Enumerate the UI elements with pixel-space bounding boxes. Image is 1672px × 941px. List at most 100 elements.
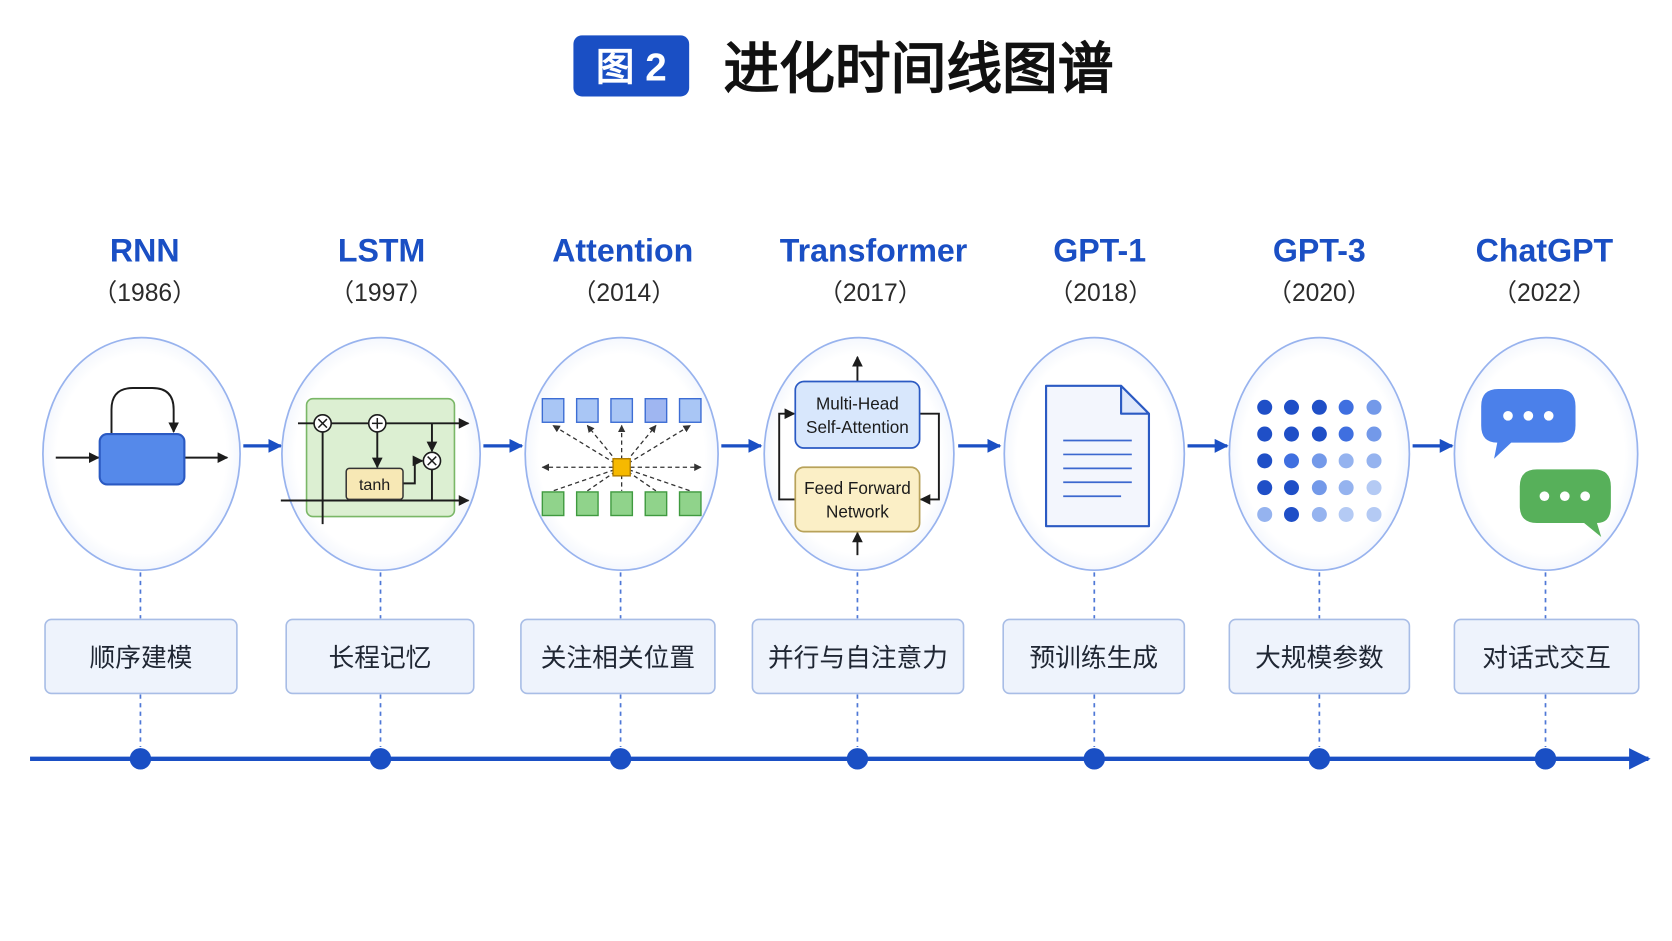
stage-attention: Attention （2014） [520,233,719,748]
timeline-dot [369,748,392,770]
parameter-dot [1257,480,1273,496]
attention-block-label: Multi-Head [816,393,899,413]
timeline-dot [129,748,152,770]
attention-link [621,424,691,468]
tanh-block [345,467,404,501]
parameter-dot [1366,399,1382,415]
parameter-dot [1257,426,1273,442]
parameter-dot [1311,506,1327,522]
parameter-dot [1283,506,1299,522]
parameter-dot [1311,399,1327,415]
stage-label: 大规模参数 [1255,644,1384,673]
feed-forward-block [794,466,921,533]
stage-label-box [1453,618,1640,695]
chat-bubbles-icon [1481,389,1611,537]
user-chat-bubble [1481,389,1576,459]
stage-label: 对话式交互 [1482,644,1611,673]
parameter-dot [1283,480,1299,496]
document-icon [1044,384,1151,528]
figure-title: 图 2 进化时间线图谱 [573,35,1113,100]
document-page [1044,384,1151,528]
query-focus-token [612,458,631,477]
feed-forward-label: Network [826,502,889,522]
stage-lstm: LSTM （1997） [280,233,482,748]
stage-gpt3: GPT-3 （2020） 大规模参数 [1228,233,1411,748]
key-token [541,397,565,423]
stage-label: 关注相关位置 [541,644,695,673]
lstm-cell-icon: tanh [280,397,470,525]
residual-connection-right [919,412,940,505]
parameter-dot [1311,453,1327,469]
stage-label-box [751,618,965,695]
stage-year: （2017） [818,279,922,307]
stage-transformer: Transformer （2017） Multi-Head Self-Atten… [751,233,968,748]
attention-block [794,380,921,449]
typing-dot [1543,411,1554,421]
typing-dot [1539,491,1550,502]
input-gate-add-icon [367,413,387,433]
key-token [678,397,702,423]
timeline-dot [1083,748,1106,770]
stage-name: Transformer [780,233,968,269]
value-token [541,491,565,517]
parameter-dot [1283,426,1299,442]
stage-label: 并行与自注意力 [768,644,948,673]
stage-label-box [285,618,475,695]
attention-network-icon [541,397,702,517]
parameter-grid-icon [1257,399,1382,522]
parameter-dot [1338,506,1354,522]
tanh-label: tanh [359,476,390,494]
stage-name: LSTM [338,233,425,269]
residual-connection-left [778,408,796,501]
parameter-dot [1366,426,1382,442]
parameter-dot [1366,506,1382,522]
key-token [610,397,634,423]
stage-oval [524,336,719,572]
reply-chat-bubble [1519,469,1611,537]
stage-oval [763,336,955,572]
parameter-dot [1257,399,1273,415]
output-gate-multiply-icon [422,451,442,471]
stage-name: ChatGPT [1476,233,1614,269]
parameter-dot [1338,480,1354,496]
stage-name: GPT-3 [1273,233,1366,269]
recurrent-loop-icon [55,387,229,486]
document-fold [1120,384,1151,415]
stage-chatgpt: ChatGPT （2022） 对话式交互 [1453,233,1640,748]
stage-year: （1986） [93,279,197,307]
parameter-dot [1311,480,1327,496]
parameter-dot [1338,399,1354,415]
key-token [575,397,599,423]
figure-badge [573,35,690,97]
value-token [575,491,599,517]
stage-gpt1: GPT-1 （2018） 预训练生成 [1002,233,1186,748]
timeline-dot [1308,748,1331,770]
figure-number: 图 2 [596,46,667,89]
forget-gate-multiply-icon [313,413,333,433]
typing-dot [1559,491,1570,502]
parameter-dot [1257,453,1273,469]
timeline-axis [30,748,1651,770]
stage-label-box [44,618,238,695]
stage-rnn: RNN （1986） 顺序建模 [42,233,241,748]
parameter-dot [1366,480,1382,496]
parameter-dot [1338,426,1354,442]
stage-name: GPT-1 [1053,233,1146,269]
feed-forward-label: Feed Forward [804,478,911,498]
attention-link [552,424,622,468]
stage-name: RNN [110,233,180,269]
parameter-dot [1257,506,1273,522]
tanh-output-line [403,455,424,485]
stage-year: （2022） [1492,279,1596,307]
attention-link [552,466,622,492]
stage-name: Attention [552,233,693,269]
stage-year: （2014） [572,279,676,307]
value-token [610,491,634,517]
gate-mark [427,456,437,466]
stage-oval [1453,336,1639,572]
stage-label: 长程记忆 [329,644,432,673]
stage-year: （1997） [330,279,434,307]
page-title: 进化时间线图谱 [723,38,1113,100]
timeline-dot [846,748,869,770]
value-token [678,491,702,517]
